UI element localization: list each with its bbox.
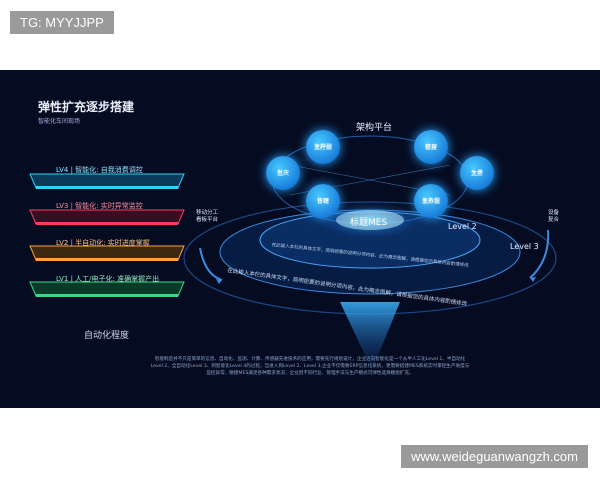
description-text: 智能制造并不只是简单的信息、自动化、监测、计算、传感器先进技术的应用，需要先行规…	[150, 357, 470, 376]
level-3-ring-label: Level 3	[510, 242, 539, 251]
left-subtitle: 智能化车间现场	[38, 118, 81, 125]
level-4-label: LV4 | 智能化: 自我消费调控	[56, 166, 143, 174]
right-side-note: 设备复合	[548, 210, 560, 223]
level-plates	[29, 173, 185, 297]
platform-label: 架构平台	[356, 123, 393, 133]
level-1-label: LV1 | 人工/电子化: 准确掌握产出	[56, 275, 160, 283]
left-title: 弹性扩充逐步搭建	[38, 100, 135, 114]
watermark-bottom-right: www.weideguanwangzh.com	[401, 445, 588, 468]
circle-lean-management: 精益管理	[414, 130, 448, 164]
core-mes-label: 标题MES	[350, 218, 388, 228]
level-2-ring-label: Level 2	[448, 222, 477, 231]
circle-batch-production: 批次生产	[266, 156, 300, 190]
left-side-note: 移动分工看板平台	[196, 210, 219, 223]
level-3-label: LV3 | 智能化: 实时异常监控	[56, 202, 143, 210]
infographic-panel: 弹性扩充逐步搭建 智能化车间现场 LV4 | 智能化: 自我消费调控 LV3 |…	[0, 70, 600, 408]
circle-traditional-management: 传统管理	[306, 184, 340, 218]
watermark-top-left: TG: MYYJJPP	[10, 11, 114, 34]
level-2-label: LV2 | 半自动化: 实时进度掌握	[56, 239, 150, 247]
automation-degree-label: 自动化程度	[84, 331, 130, 341]
circle-mass-production: 大量生产	[460, 156, 494, 190]
circle-process-line: 流程型生产线	[306, 130, 340, 164]
circle-discrete-line: 离散型生产线	[414, 184, 448, 218]
infographic-graphics	[29, 135, 557, 370]
